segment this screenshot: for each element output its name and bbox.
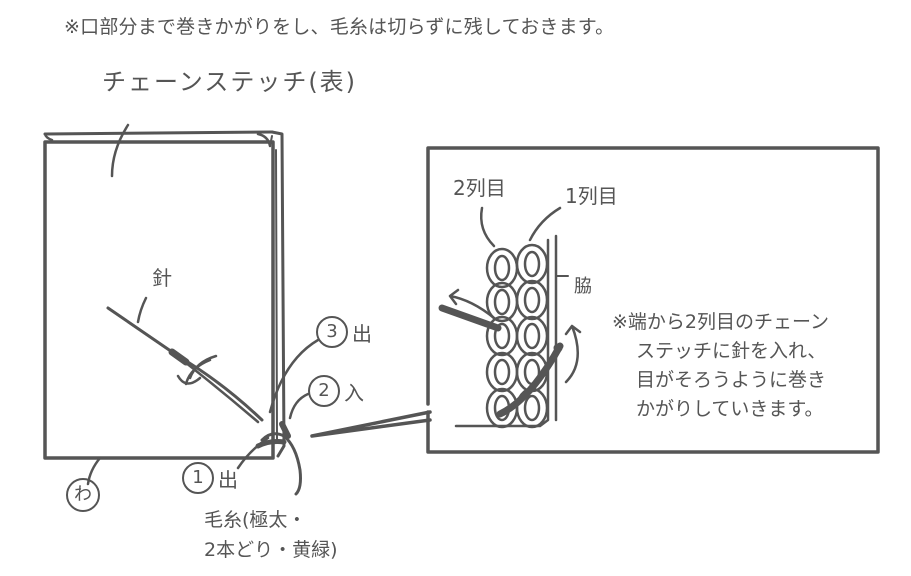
step-1-label: 1 出 bbox=[182, 462, 238, 494]
step-3-label: 3 出 bbox=[316, 316, 372, 348]
leader-step1 bbox=[236, 436, 270, 470]
top-caption: ※口部分まで巻きかがりをし、毛糸は切らずに残しておきます。 bbox=[64, 16, 615, 38]
step-number-badge: 1 bbox=[182, 462, 214, 494]
callout-note: ※端から2列目のチェーン ステッチに針を入れ、 目がそろうように巻き かがりして… bbox=[612, 308, 829, 424]
label-fold: わ bbox=[66, 478, 100, 512]
needle bbox=[106, 306, 264, 424]
leader-chain-stitch bbox=[110, 123, 130, 178]
side-edge bbox=[454, 238, 550, 428]
note-line: かがりしていきます。 bbox=[636, 398, 824, 420]
note-line: ※端から2列目のチェーン bbox=[612, 311, 830, 333]
step-number-badge: 3 bbox=[316, 316, 348, 348]
leader-step3 bbox=[268, 338, 320, 414]
label-side: 脇 bbox=[574, 276, 592, 297]
yarn-through bbox=[438, 304, 564, 418]
note-line: ステッチに針を入れ、 bbox=[636, 340, 827, 362]
note-line: 目がそろうように巻き bbox=[636, 369, 827, 391]
yarn-label: 毛糸(極太・ 2本どり・黄緑) bbox=[204, 505, 338, 565]
step-2-label: 2 入 bbox=[308, 375, 364, 407]
yarn-label-line2: 2本どり・黄緑) bbox=[204, 539, 338, 561]
leader-needle bbox=[136, 296, 148, 324]
label-column-2: 2列目 bbox=[453, 176, 506, 200]
leader-step2 bbox=[288, 392, 310, 420]
step-text: 出 bbox=[218, 467, 238, 492]
label-column-1: 1列目 bbox=[565, 184, 618, 208]
callout-box bbox=[426, 146, 880, 454]
yarn-tail bbox=[255, 421, 302, 496]
label-chain-stitch: チェーンステッチ(表) bbox=[102, 68, 358, 96]
label-needle: 針 bbox=[152, 266, 172, 290]
arrow-curve-icon bbox=[564, 324, 582, 384]
callout-pointer bbox=[310, 410, 432, 438]
yarn-label-line1: 毛糸(極太・ bbox=[204, 509, 307, 531]
step-text: 出 bbox=[352, 321, 372, 346]
step-text: 入 bbox=[344, 380, 364, 405]
arrow-left-icon bbox=[448, 288, 496, 320]
step-number-badge: 2 bbox=[308, 375, 340, 407]
